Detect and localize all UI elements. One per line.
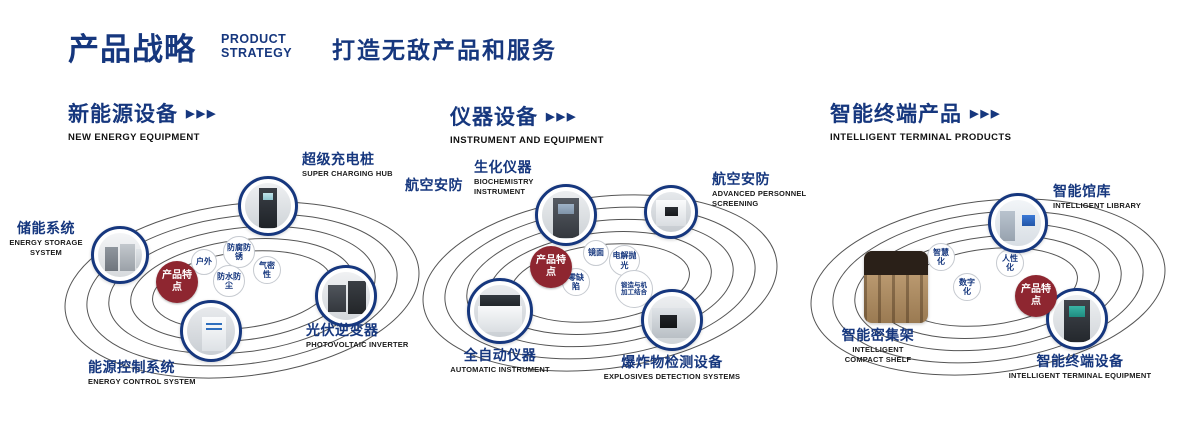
page-title: 产品战略	[68, 32, 196, 67]
page-title-en: PRODUCT STRATEGY	[221, 32, 293, 61]
section-subtitle-intelligent-terminal: INTELLIGENT TERMINAL PRODUCTS	[830, 132, 1012, 143]
energy-control-system-label: 能源控制系统 ENERGY CONTROL SYSTEM	[88, 359, 196, 387]
personnel-screening-image	[651, 192, 691, 232]
feature-bubble: 防水防尘	[213, 265, 245, 297]
super-charging-hub-label: 超级充电桩 SUPER CHARGING HUB	[302, 151, 393, 179]
slogan: 打造无敌产品和服务	[332, 37, 557, 63]
feature-bubble: 气密性	[253, 256, 281, 284]
personnel-screening-label: 航空安防 ADVANCED PERSONNEL SCREENING	[712, 171, 807, 208]
section-title-intelligent-terminal: 智能终端产品	[830, 103, 962, 126]
intelligent-terminal-label: 智能终端设备 INTELLIGENT TERMINAL EQUIPMENT	[1008, 353, 1152, 381]
feature-bubble: 数字化	[953, 273, 981, 301]
energy-storage-image	[98, 233, 142, 277]
photovoltaic-inverter-image	[322, 272, 370, 320]
feature-bubble: 镜面	[583, 240, 609, 266]
feature-bubble: 智慧化	[927, 243, 955, 271]
intelligent-compact-shelf-image	[864, 251, 928, 323]
intelligent-terminal-photo	[1046, 288, 1108, 350]
feature-bubble: 零缺陷	[562, 268, 590, 296]
product-features-badge: 产品特点	[530, 246, 572, 288]
section-head-intelligent-terminal: 智能终端产品 ▶▶▶ INTELLIGENT TERMINAL PRODUCTS	[830, 98, 1011, 143]
energy-storage-photo	[91, 226, 149, 284]
aviation-security-label: 航空安防	[405, 177, 463, 193]
photovoltaic-inverter-photo	[315, 265, 377, 327]
product-features-badge: 产品特点	[156, 261, 198, 303]
triple-arrow-icon: ▶▶▶	[970, 107, 1002, 120]
biochemistry-instrument-label: 生化仪器 BIOCHEMISTRY INSTRUMENT	[474, 159, 534, 196]
intelligent-library-label: 智能馆库 INTELLIGENT LIBRARY	[1053, 183, 1142, 211]
intelligent-terminal-image	[1053, 295, 1101, 343]
triple-arrow-icon: ▶▶▶	[546, 110, 578, 123]
super-charging-hub-image	[245, 183, 291, 229]
biochemistry-instrument-photo	[535, 184, 597, 246]
section-title-new-energy: 新能源设备	[68, 103, 178, 126]
intelligent-library-photo	[988, 193, 1048, 253]
explosives-detection-label: 爆炸物检测设备 EXPLOSIVES DETECTION SYSTEMS	[603, 354, 741, 382]
intelligent-compact-shelf-photo	[864, 251, 928, 323]
automatic-instrument-label: 全自动仪器 AUTOMATIC INSTRUMENT	[450, 347, 550, 375]
personnel-screening-photo	[644, 185, 698, 239]
photovoltaic-inverter-label: 光伏逆变器 PHOTOVOLTAIC INVERTER	[306, 322, 409, 350]
section-title-instrument: 仪器设备	[450, 106, 538, 129]
feature-bubble: 人性化	[996, 249, 1024, 277]
biochemistry-instrument-image	[542, 191, 590, 239]
energy-storage-label: 储能系统 ENERGY STORAGE SYSTEM	[9, 220, 83, 257]
page-title-en-line2: STRATEGY	[221, 45, 293, 60]
energy-control-system-image	[187, 307, 235, 355]
feature-bubble: 防腐防锈	[223, 236, 255, 268]
super-charging-hub-photo	[238, 176, 298, 236]
feature-bubble: 户外	[191, 249, 217, 275]
intelligent-library-image	[995, 200, 1041, 246]
explosives-detection-photo	[641, 289, 703, 351]
automatic-instrument-photo	[467, 278, 533, 344]
automatic-instrument-image	[474, 285, 526, 337]
section-head-new-energy: 新能源设备 ▶▶▶ NEW ENERGY EQUIPMENT	[68, 98, 217, 143]
energy-control-system-photo	[180, 300, 242, 362]
product-features-badge: 产品特点	[1015, 275, 1057, 317]
page-title-en-line1: PRODUCT	[221, 32, 287, 46]
triple-arrow-icon: ▶▶▶	[186, 107, 218, 120]
section-subtitle-instrument: INSTRUMENT AND EQUIPMENT	[450, 135, 604, 146]
section-subtitle-new-energy: NEW ENERGY EQUIPMENT	[68, 132, 200, 143]
explosives-detection-image	[648, 296, 696, 344]
intelligent-compact-shelf-label: 智能密集架 INTELLIGENT COMPACT SHELF	[841, 327, 915, 364]
section-head-instrument: 仪器设备 ▶▶▶ INSTRUMENT AND EQUIPMENT	[450, 101, 604, 146]
